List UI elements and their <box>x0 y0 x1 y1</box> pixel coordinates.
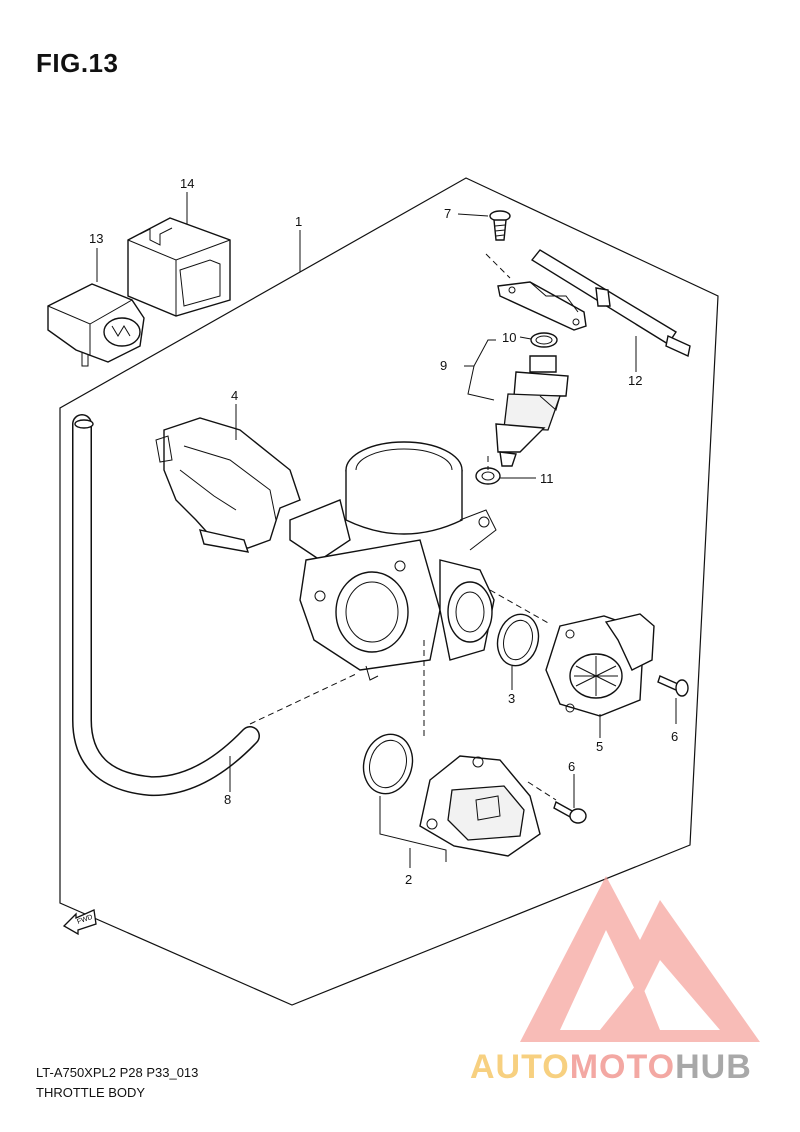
assembly-name: THROTTLE BODY <box>36 1085 146 1100</box>
callout-14: 14 <box>180 176 194 191</box>
callout-9: 9 <box>440 358 447 373</box>
leader-lines <box>96 192 677 868</box>
part-10-o-ring[interactable] <box>530 332 558 348</box>
callout-10: 10 <box>502 330 516 345</box>
part-6-screw-lower[interactable] <box>553 800 587 824</box>
callout-2: 2 <box>405 872 412 887</box>
callout-4: 4 <box>231 388 238 403</box>
callout-1: 1 <box>295 214 302 229</box>
callout-7: 7 <box>444 206 451 221</box>
part-4-cover-bracket[interactable] <box>155 417 301 553</box>
callout-5: 5 <box>596 739 603 754</box>
assembly-outline <box>59 177 719 1006</box>
part-8-hose[interactable] <box>72 414 260 797</box>
model-code: LT-A750XPL2 P28 P33_013 <box>36 1065 199 1080</box>
brand-part-auto: AUTO <box>470 1048 570 1086</box>
throttle-body-main[interactable] <box>289 441 497 681</box>
callout-6-lower: 6 <box>568 759 575 774</box>
callout-6-upper: 6 <box>671 729 678 744</box>
callout-11: 11 <box>540 471 554 486</box>
part-13-connector[interactable] <box>47 283 145 367</box>
brand-part-moto: MOTO <box>569 1048 676 1086</box>
part-7-screw[interactable] <box>489 210 511 241</box>
callout-12: 12 <box>628 373 642 388</box>
callout-13: 13 <box>89 231 103 246</box>
brand-watermark: AUTOMOTOHUB <box>470 1048 752 1087</box>
brand-logo-icon <box>520 876 760 1042</box>
part-12-fuel-pipe[interactable] <box>497 249 691 358</box>
part-2-isc-valve[interactable] <box>357 729 541 857</box>
callout-8: 8 <box>224 792 231 807</box>
part-5-throttle-sensor[interactable] <box>545 613 655 717</box>
callout-3: 3 <box>508 691 515 706</box>
figure-title: FIG.13 <box>36 48 119 78</box>
part-3-o-ring[interactable] <box>492 610 544 671</box>
part-11-seal[interactable] <box>475 467 501 485</box>
fwd-arrow-icon: FWD <box>62 909 97 936</box>
part-14-coupler-cover[interactable] <box>127 217 231 317</box>
part-6-screw-upper[interactable] <box>657 675 689 697</box>
part-9-fuel-injector[interactable] <box>495 355 569 467</box>
brand-part-hub: HUB <box>675 1048 752 1086</box>
